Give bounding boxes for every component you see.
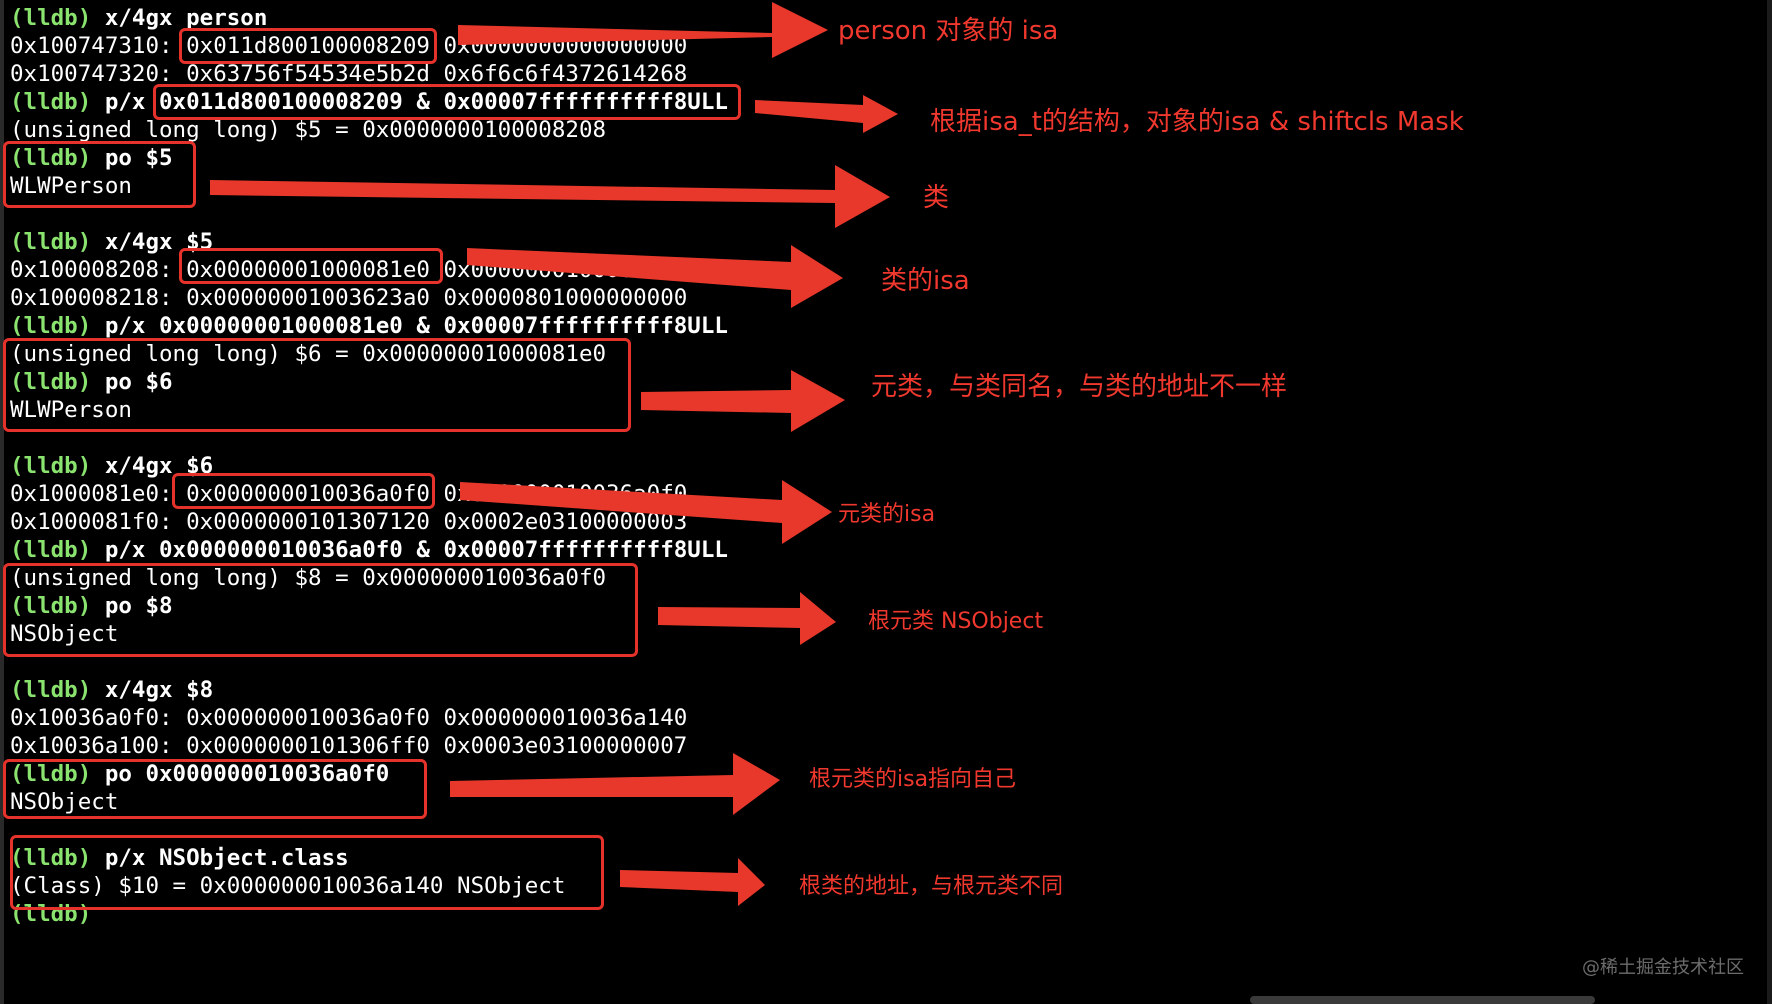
lldb-output: 0x100008218: 0x00000001003623a0 0x000080…	[10, 285, 688, 311]
console-line: (lldb) x/4gx $8	[10, 676, 213, 704]
lldb-output: WLWPerson	[10, 397, 132, 423]
console-line: (lldb) po $6	[10, 368, 173, 396]
console-line: (lldb) p/x NSObject.class	[10, 844, 349, 872]
arrow-to-root-metaclass-isa-note	[450, 753, 780, 815]
lldb-prompt: (lldb)	[10, 761, 92, 787]
console-line: (lldb) p/x 0x00000001000081e0 & 0x00007f…	[10, 312, 728, 340]
lldb-command: po 0x000000010036a0f0	[91, 761, 390, 787]
arrow-to-mask-note	[755, 95, 898, 133]
lldb-output: 0x100747320: 0x63756f54534e5b2d 0x6f6c6f…	[10, 61, 688, 87]
annotation-class: 类	[923, 183, 950, 213]
arrow-to-class-isa-note	[467, 245, 843, 308]
lldb-command: po $5	[91, 145, 173, 171]
lldb-prompt: (lldb)	[10, 593, 92, 619]
lldb-command: p/x NSObject.class	[91, 845, 349, 871]
lldb-command: x/4gx $8	[91, 677, 214, 703]
lldb-output: (unsigned long long) $6 = 0x000000010000…	[10, 341, 607, 367]
console-line: 0x100747310: 0x011d800100008209 0x000000…	[10, 32, 687, 60]
console-line: (unsigned long long) $8 = 0x000000010036…	[10, 564, 606, 592]
lldb-output: WLWPerson	[10, 173, 132, 199]
lldb-prompt: (lldb)	[10, 845, 92, 871]
arrow-to-root-metaclass-note	[658, 592, 836, 645]
annotation-root-metaclass-isa-self: 根元类的isa指向自己	[809, 767, 1017, 792]
lldb-prompt: (lldb)	[10, 901, 92, 927]
lldb-prompt: (lldb)	[10, 89, 92, 115]
console-line: (lldb) po 0x000000010036a0f0	[10, 760, 389, 788]
console-line: (lldb) p/x 0x011d800100008209 & 0x00007f…	[10, 88, 728, 116]
annotation-root-class-address: 根类的地址，与根元类不同	[799, 874, 1064, 899]
annotation-metaclass-isa: 元类的isa	[838, 502, 936, 527]
window-right-edge	[1767, 0, 1772, 1004]
annotation-isa-mask: 根据isa_t的结构，对象的isa & shiftcls Mask	[930, 107, 1464, 137]
lldb-command: po $8	[91, 593, 173, 619]
lldb-command: po $6	[91, 369, 173, 395]
lldb-output: 0x100747310: 0x011d800100008209 0x000000…	[10, 33, 688, 59]
lldb-command: x/4gx person	[91, 5, 268, 31]
lldb-command: p/x 0x00000001000081e0 & 0x00007ffffffff…	[91, 313, 728, 339]
annotation-class-isa: 类的isa	[881, 266, 970, 296]
console-line: (Class) $10 = 0x000000010036a140 NSObjec…	[10, 872, 565, 900]
lldb-output: NSObject	[10, 621, 119, 647]
lldb-output: NSObject	[10, 789, 119, 815]
console-line: WLWPerson	[10, 396, 132, 424]
annotation-object-isa: person 对象的 isa	[838, 16, 1059, 46]
console-line: 0x100747320: 0x63756f54534e5b2d 0x6f6c6f…	[10, 60, 687, 88]
console-line: 0x10036a0f0: 0x000000010036a0f0 0x000000…	[10, 704, 687, 732]
console-line: (lldb)	[10, 900, 91, 928]
console-line: 0x10036a100: 0x0000000101306ff0 0x0003e0…	[10, 732, 687, 760]
lldb-output: (unsigned long long) $8 = 0x000000010036…	[10, 565, 607, 591]
lldb-prompt: (lldb)	[10, 313, 92, 339]
lldb-output: 0x10036a0f0: 0x000000010036a0f0 0x000000…	[10, 705, 688, 731]
lldb-command: p/x 0x000000010036a0f0 & 0x00007ffffffff…	[91, 537, 728, 563]
annotation-root-metaclass: 根元类 NSObject	[868, 609, 1044, 634]
lldb-prompt: (lldb)	[10, 453, 92, 479]
lldb-output: 0x10036a100: 0x0000000101306ff0 0x0003e0…	[10, 733, 688, 759]
lldb-prompt: (lldb)	[10, 369, 92, 395]
arrow-to-object-isa	[458, 2, 828, 58]
annotation-metaclass: 元类，与类同名，与类的地址不一样	[871, 372, 1288, 402]
console-line: NSObject	[10, 620, 118, 648]
lldb-prompt: (lldb)	[10, 145, 92, 171]
console-line: (unsigned long long) $6 = 0x000000010000…	[10, 340, 606, 368]
lldb-command: p/x 0x011d800100008209 & 0x00007ffffffff…	[91, 89, 728, 115]
horizontal-scrollbar[interactable]	[1250, 996, 1595, 1004]
arrow-to-metaclass-note	[641, 370, 845, 432]
lldb-output: (Class) $10 = 0x000000010036a140 NSObjec…	[10, 873, 566, 899]
watermark: @稀土掘金技术社区	[1582, 957, 1744, 978]
arrow-to-root-class-note	[620, 858, 765, 906]
lldb-prompt: (lldb)	[10, 537, 92, 563]
lldb-output: (unsigned long long) $5 = 0x000000010000…	[10, 117, 607, 143]
console-line: 0x100008218: 0x00000001003623a0 0x000080…	[10, 284, 687, 312]
arrow-to-metaclass-isa-note	[460, 480, 832, 544]
lldb-prompt: (lldb)	[10, 5, 92, 31]
lldb-prompt: (lldb)	[10, 677, 92, 703]
window-left-edge	[0, 0, 4, 1004]
console-line: (lldb) p/x 0x000000010036a0f0 & 0x00007f…	[10, 536, 728, 564]
console-line: (lldb) po $8	[10, 592, 173, 620]
arrow-to-class-note	[210, 165, 890, 228]
console-line: WLWPerson	[10, 172, 132, 200]
console-line: NSObject	[10, 788, 118, 816]
console-line: (lldb) x/4gx person	[10, 4, 267, 32]
console-line: (lldb) po $5	[10, 144, 173, 172]
lldb-prompt: (lldb)	[10, 229, 92, 255]
console-line: (unsigned long long) $5 = 0x000000010000…	[10, 116, 606, 144]
